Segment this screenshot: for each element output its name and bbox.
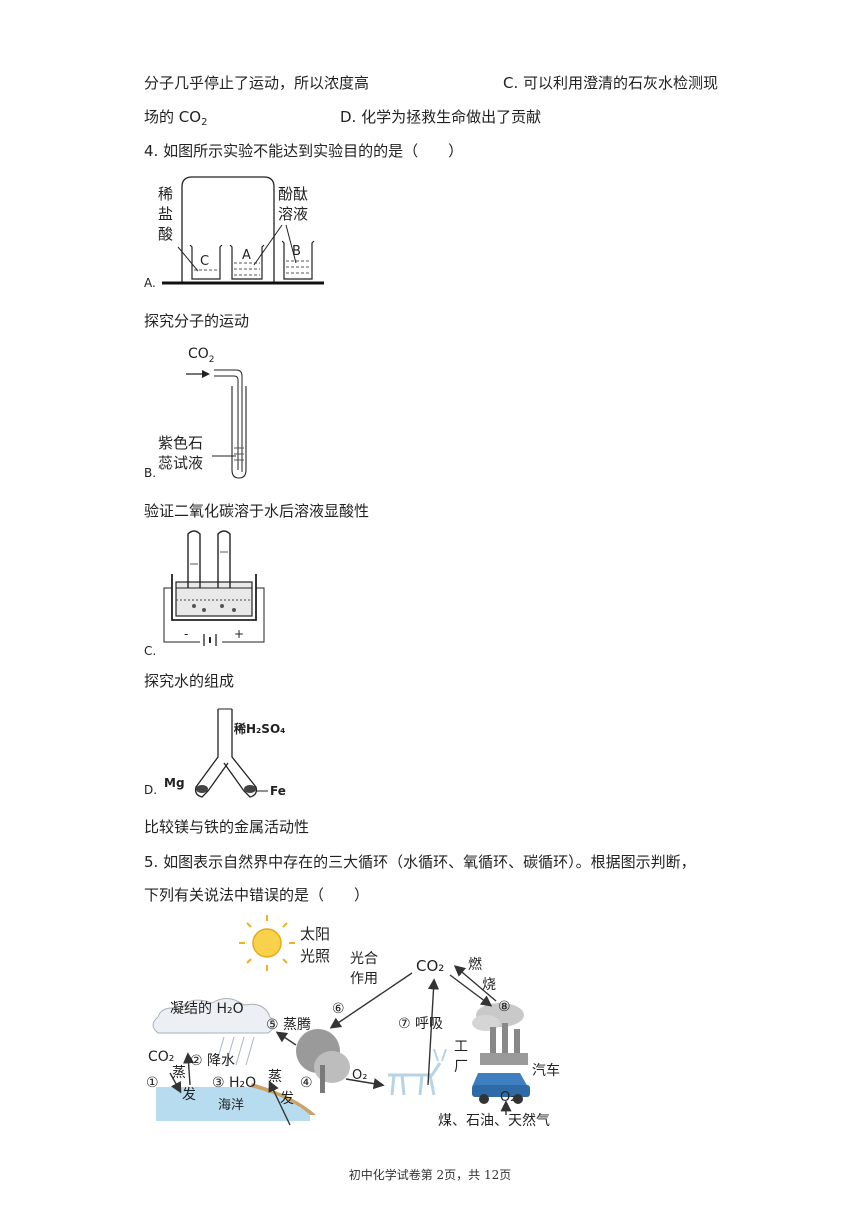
circle-6: ⑥ [332, 1001, 345, 1017]
q4-option-a-desc: 探究分子的运动 [144, 312, 250, 330]
q4-option-b-label: B. [144, 466, 157, 480]
q5-stem-line1: 5. 如图表示自然界中存在的三大循环（水循环、氧循环、碳循环）。根据图示判断， [144, 853, 696, 871]
factory-label-1: 工 [454, 1039, 468, 1055]
fig-c-plus: + [234, 627, 244, 641]
factory-icon [472, 1003, 528, 1065]
q4-option-d-label: D. [144, 783, 158, 797]
q3-text-line1: 分子几乎停止了运动，所以浓度高 [144, 74, 370, 92]
cloud-icon [152, 998, 275, 1034]
evaporate-right-2: 发 [280, 1091, 294, 1107]
fig-a-acid-label-1: 稀 [158, 185, 173, 203]
fig-d-mg-label: Mg [164, 776, 185, 790]
photosynthesis-label-2: 作用 [350, 971, 378, 987]
fossil-fuels-label: 煤、石油、天然气 [438, 1112, 550, 1129]
figure-a-molecule-diffusion: 稀 盐 酸 酚酞 溶液 C A B [158, 176, 324, 285]
q3-line2-subscript: 2 [201, 117, 208, 128]
evaporate-left-1: 蒸 [172, 1065, 186, 1081]
circle-4: ④ [300, 1075, 313, 1091]
q5-stem-line2: 下列有关说法中错误的是（ ） [144, 886, 370, 904]
q4-stem: 4. 如图所示实验不能达到实验目的的是（ ） [144, 142, 464, 160]
q3-option-c: C. 可以利用澄清的石灰水检测现 [503, 74, 719, 92]
q3-option-d: D. 化学为拯救生命做出了贡献 [340, 108, 542, 126]
fig-b-co2-text: CO2 [188, 346, 215, 365]
co2-left-label: CO₂ [148, 1049, 174, 1065]
o2-middle-label: O₂ [352, 1068, 367, 1083]
q4-option-a-label: A. [144, 276, 156, 290]
respiration-label: ⑦ 呼吸 [398, 1016, 443, 1032]
q3-text-line2: 场的 CO2 [144, 106, 207, 128]
ocean-label: 海洋 [218, 1098, 244, 1113]
fig-a-beaker-a: A [242, 248, 251, 263]
ocean-icon [156, 1087, 310, 1121]
factory-label-2: 厂 [454, 1059, 468, 1075]
circle-1: ① [146, 1075, 159, 1091]
page-footer: 初中化学试卷第 2页，共 12页 [348, 1168, 512, 1182]
condensed-water-label: 凝结的 H₂O [170, 1001, 244, 1017]
figure-nature-cycles: 太阳 光照 [146, 915, 560, 1129]
evaporate-left-2: 发 [182, 1087, 196, 1103]
car-label: 汽车 [532, 1062, 560, 1079]
co2-top-label: CO₂ [416, 957, 444, 975]
evaporate-right-1: 蒸 [268, 1069, 282, 1085]
tree-icon [296, 1029, 350, 1093]
burn-label-1: 燃 [468, 956, 482, 973]
transpiration-label: ⑤ 蒸腾 [266, 1016, 311, 1033]
fig-d-fe-label: Fe [270, 784, 286, 798]
fig-c-minus: - [184, 627, 188, 641]
q4-option-d-desc: 比较镁与铁的金属活动性 [144, 818, 310, 836]
fig-a-beaker-b: B [292, 244, 301, 259]
sun-label-1: 太阳 [300, 925, 330, 943]
precipitation-label: ② 降水 [190, 1053, 235, 1069]
figure-d-y-tube-metals: 稀H₂SO₄ Mg Fe [164, 708, 286, 798]
sun-icon [239, 915, 295, 971]
o2-bottom-label: O₂ [500, 1090, 515, 1105]
burn-label-2: 烧 [482, 977, 496, 993]
circle-8: ⑧ [498, 999, 511, 1015]
fig-d-acid-label: 稀H₂SO₄ [234, 721, 285, 736]
car-icon [472, 1073, 530, 1104]
fig-a-acid-label-2: 盐 [158, 205, 173, 223]
fig-a-acid-label-3: 酸 [158, 225, 173, 243]
q3-line2-text: 场的 CO [144, 108, 202, 126]
q4-option-c-desc: 探究水的组成 [144, 672, 235, 690]
fig-a-beaker-c: C [200, 254, 209, 269]
fig-a-phenol-label-2: 溶液 [278, 205, 308, 223]
q4-option-b-desc: 验证二氧化碳溶于水后溶液显酸性 [144, 502, 370, 520]
figure-b-co2-litmus: CO2 紫色石 蕊试液 [158, 346, 247, 479]
circle-3-water: ③ H₂O [212, 1075, 256, 1091]
photosynthesis-label-1: 光合 [350, 951, 378, 967]
fig-b-litmus-label-2: 蕊试液 [158, 454, 203, 472]
fig-a-phenol-label-1: 酚酞 [278, 185, 308, 203]
deer-icon [388, 1048, 447, 1096]
fig-b-litmus-label-1: 紫色石 [158, 434, 203, 452]
sun-label-2: 光照 [300, 947, 330, 965]
figure-c-electrolysis: - + [163, 530, 265, 646]
q4-option-c-label: C. [144, 644, 157, 658]
